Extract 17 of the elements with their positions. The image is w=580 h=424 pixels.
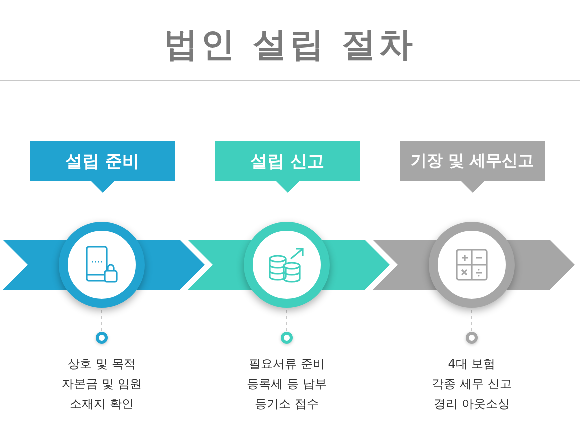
list-item: 등록세 등 납부 <box>247 376 327 392</box>
dot-marker <box>96 332 108 344</box>
stage-title: 기장 및 세무신고 <box>410 150 534 172</box>
list-item: 상호 및 목적 <box>68 356 136 372</box>
list-item: 각종 세무 신고 <box>432 376 512 392</box>
list-item: 소재지 확인 <box>70 396 134 412</box>
dot-marker <box>466 332 478 344</box>
list-item: 등기소 접수 <box>255 396 319 412</box>
stage-title: 설립 준비 <box>66 150 140 172</box>
stage-title: 설립 신고 <box>250 150 324 172</box>
list-item: 자본금 및 임원 <box>62 376 142 392</box>
list-item: 경리 아웃소싱 <box>434 396 510 412</box>
title: 법인 설립 절차 <box>163 24 417 67</box>
dot-marker <box>281 332 293 344</box>
dashed-connector <box>286 310 288 332</box>
list-item: 4대 보험 <box>448 356 496 372</box>
list-item: 필요서류 준비 <box>249 356 325 372</box>
